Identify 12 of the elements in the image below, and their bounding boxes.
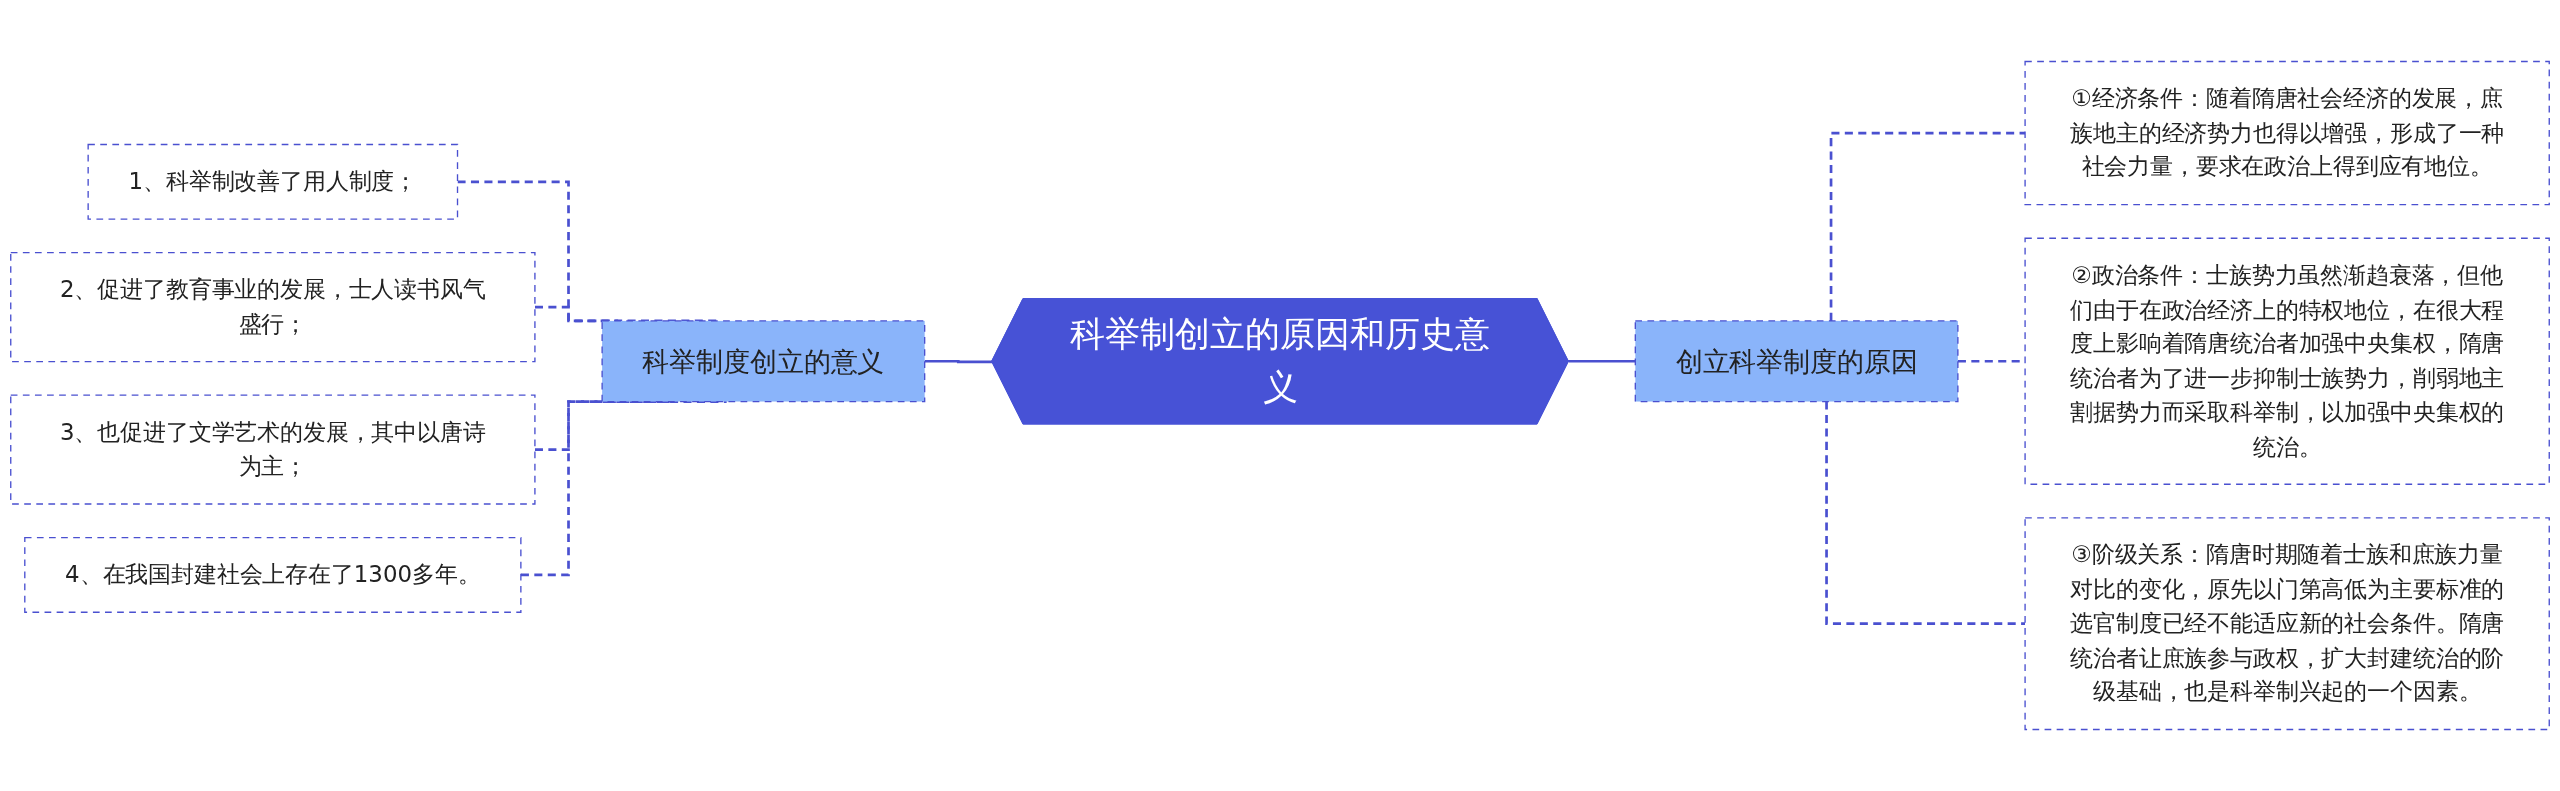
connector [1825, 401, 2026, 625]
node-box: ①经济条件：随着隋唐社会经济的发展，庶族地主的经济势力也得以增强，形成了一种社会力量，要求在政治上得到应有地位。 [2024, 60, 2550, 206]
connector [1829, 131, 2026, 321]
node-box: 1、科举制改善了用人制度； [87, 143, 459, 220]
connector [1567, 359, 1636, 364]
node-box: 2、促进了教育事业的发展，士人读书风气盛行； [10, 252, 536, 363]
node-box: ②政治条件：士族势力虽然渐趋衰落，但他们由于在政治经济上的特权地位，在很大程度上影响着隋唐统治者加强中央集权，隋唐统治者为了进一步抑制士族势力，削弱地主割据势力而采取科举制，以加强中央集权的统治。 [2024, 237, 2550, 485]
node-box: ③阶级关系：隋唐时期随着士族和庶族力量对比的变化，原先以门第高低为主要标准的选官制度已经不能适应新的社会条件。隋唐统治者让庶族参与政权，扩大封建统治的阶级基础，也是科举制兴起的一个因素。 [2024, 517, 2550, 731]
node-box: 3、也促进了文学艺术的发展，其中以唐诗为主； [10, 394, 536, 505]
node-box: 4、在我国封建社会上存在了1300多年。 [24, 536, 522, 613]
node-box: 科举制度创立的意义 [601, 320, 926, 403]
node-box: 创立科举制度的原因 [1634, 320, 1959, 403]
